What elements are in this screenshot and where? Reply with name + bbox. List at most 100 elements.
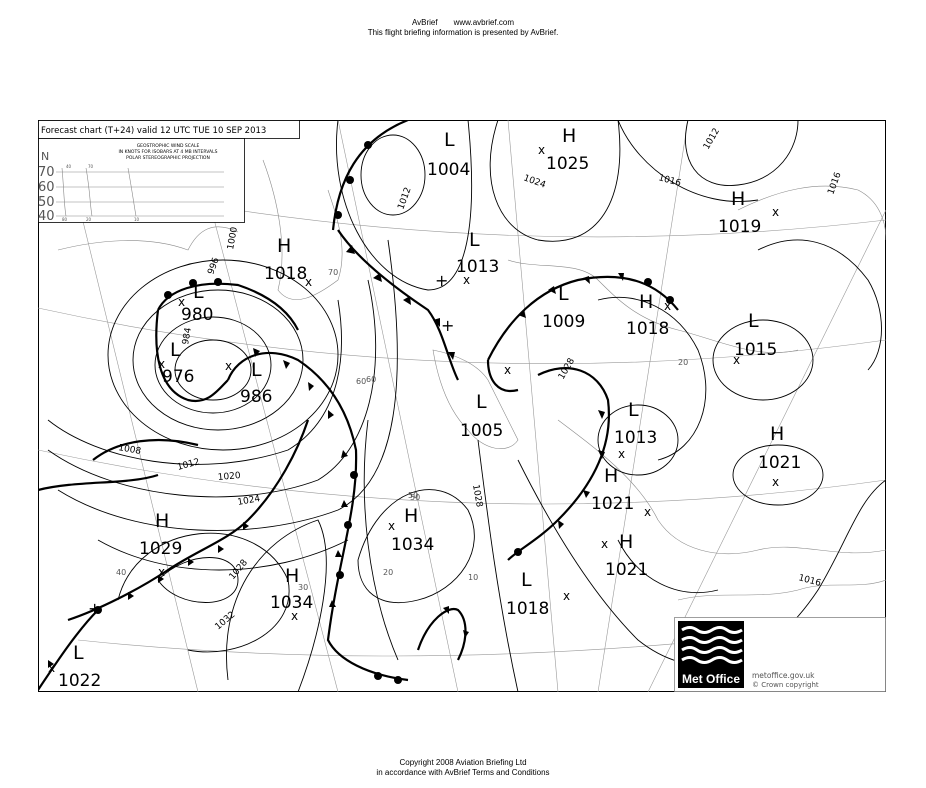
footer-terms: in accordance with AvBrief Terms and Con… [376, 768, 550, 777]
pressure-centre-value: 976 [162, 367, 194, 387]
graticule-label: 50 [408, 491, 418, 500]
centre-marker: x [291, 609, 298, 623]
pressure-centre-letter: H [619, 531, 633, 553]
wind-scale-lat: 60 [38, 180, 55, 195]
pressure-centre-letter: L [170, 339, 181, 361]
met-office-brand: Met Office [682, 672, 740, 686]
centre-marker: x [772, 205, 779, 219]
pressure-centres: L 1004 H 1025 H 1019 H 1018 L 1013 L 980… [58, 125, 801, 691]
pressure-centre-value: 1029 [139, 539, 182, 559]
pressure-centre-value: 1025 [546, 154, 589, 174]
pressure-centre-value: 1022 [58, 671, 101, 691]
isobar-label: 1000 [226, 226, 240, 251]
graticule-label: 40 [116, 568, 126, 577]
graticule-label: 20 [383, 568, 393, 577]
centre-marker: x [772, 475, 779, 489]
pressure-centre-letter: H [285, 565, 299, 587]
pressure-centre-letter: L [628, 399, 639, 421]
centre-marker: x [601, 537, 608, 551]
pressure-centre-letter: H [604, 465, 618, 487]
wind-scale-lat: 40 [38, 209, 55, 224]
coastlines [57, 159, 886, 601]
wind-scale-heading: GEOSTROPHIC WIND SCALE [137, 143, 200, 149]
forecast-chart: 1012 1016 1024 1028 1032 1008 1016 1012 … [38, 120, 886, 692]
site-name: AvBrief [411, 18, 438, 27]
wind-scale-tick: 80 [62, 217, 68, 222]
centre-marker: x [504, 363, 511, 377]
pressure-centre-letter: L [444, 129, 455, 151]
graticule-label: 10 [468, 573, 478, 582]
wind-scale-n-label: N [41, 150, 49, 163]
isobar-label: 1008 [117, 443, 142, 457]
isobars [47, 120, 886, 692]
graticule-label: 60 [366, 375, 376, 384]
pressure-centre-value: 1021 [758, 453, 801, 473]
centre-marker: x [225, 359, 232, 373]
front-crosses: + + + [88, 271, 454, 618]
centre-marker: x [305, 275, 312, 289]
pressure-centre-letter: H [404, 505, 418, 527]
pressure-centre-letter: L [476, 391, 487, 413]
isobar-label: 1028 [470, 484, 484, 509]
pressure-centre-value: 1034 [270, 593, 313, 613]
centre-marker: x [733, 353, 740, 367]
pressure-centre-letter: H [639, 291, 653, 313]
wind-scale: GEOSTROPHIC WIND SCALE IN KNOTS FOR ISOB… [38, 138, 245, 224]
graticule-label: 60 [356, 377, 366, 386]
graticule-label: 20 [678, 358, 688, 367]
graticule-label: 30 [298, 583, 308, 592]
chart-title: Forecast chart (T+24) valid 12 UTC TUE 1… [41, 126, 266, 136]
pressure-centre-letter: H [155, 510, 169, 532]
pressure-centre-letter: H [770, 423, 784, 445]
centre-marker: x [158, 357, 165, 371]
isobar-label: 984 [181, 327, 194, 346]
pressure-centre-value: 980 [181, 305, 213, 325]
pressure-centre-value: 1009 [542, 312, 585, 332]
pressure-centre-value: 1013 [614, 428, 657, 448]
pressure-centre-value: 1015 [734, 340, 777, 360]
isobar-label: 1020 [217, 471, 241, 483]
site-url[interactable]: www.avbrief.com [453, 18, 515, 27]
centre-marker: x [463, 273, 470, 287]
pressure-centre-letter: L [193, 281, 204, 303]
centre-marker: x [538, 143, 545, 157]
pressure-centre-value: 1021 [591, 494, 634, 514]
pressure-centre-letter: H [277, 235, 291, 257]
centre-marker: x [644, 505, 651, 519]
crown-copyright: © Crown copyright [752, 681, 819, 689]
chart-title-box: Forecast chart (T+24) valid 12 UTC TUE 1… [38, 120, 300, 139]
wind-scale-tick: 70 [88, 164, 94, 169]
met-office-url[interactable]: metoffice.gov.uk [752, 671, 815, 680]
pressure-centre-letter: L [558, 283, 569, 305]
centre-marker: x [178, 295, 185, 309]
pressure-centre-value: 1018 [626, 319, 669, 339]
pressure-centre-value: 1018 [264, 264, 307, 284]
isobar-label: 1024 [237, 494, 262, 508]
wind-scale-tick: 10 [134, 217, 140, 222]
centre-marker: x [48, 661, 55, 675]
pressure-centre-letter: H [731, 188, 745, 210]
centre-marker: x [388, 519, 395, 533]
met-office-block: Met Office metoffice.gov.uk © Crown copy… [674, 617, 886, 692]
wind-scale-lat: 50 [38, 195, 55, 210]
centre-marker: x [563, 589, 570, 603]
met-office-wave-icon [681, 626, 743, 664]
graticule-label: 50 [410, 493, 420, 502]
header-notice: This flight briefing information is pres… [367, 28, 559, 37]
pressure-centre-letter: L [469, 229, 480, 251]
centre-marker: x [664, 299, 671, 313]
pressure-centre-value: 1021 [605, 560, 648, 580]
centre-marker: x [158, 565, 165, 579]
pressure-centre-letter: L [521, 569, 532, 591]
pressure-centre-value: 1034 [391, 535, 434, 555]
pressure-centre-letter: L [73, 642, 84, 664]
pressure-centre-letter: L [748, 310, 759, 332]
pressure-centre-value: 986 [240, 387, 272, 407]
wind-scale-tick: 20 [86, 217, 92, 222]
wind-scale-lat: 70 [38, 165, 55, 180]
pressure-centre-value: 1004 [427, 160, 470, 180]
wind-scale-tick: 40 [66, 164, 72, 169]
wind-scale-heading: IN KNOTS FOR ISOBARS AT 4 MB INTERVALS [118, 149, 217, 155]
graticule-labels: 70 60 50 40 30 20 10 20 50 60 [116, 268, 688, 592]
pressure-centre-value: 1018 [506, 599, 549, 619]
